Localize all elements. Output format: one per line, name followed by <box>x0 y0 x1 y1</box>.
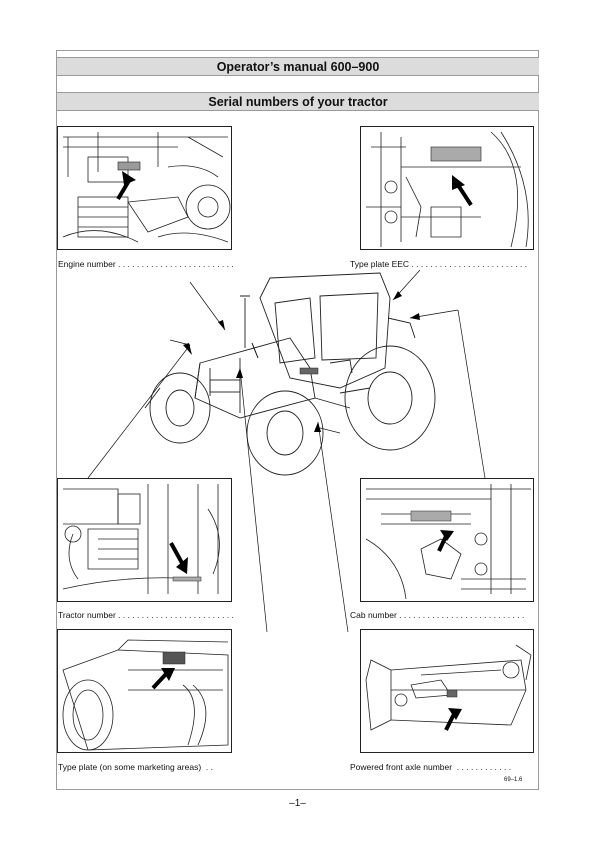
tractor-number-illustration <box>57 478 232 602</box>
serial-plate-icon <box>162 651 186 665</box>
front-axle-illustration <box>360 629 534 753</box>
engine-number-illustration <box>57 126 232 250</box>
section-title: Serial numbers of your tractor <box>208 95 388 109</box>
serial-plate-icon <box>172 576 202 582</box>
serial-plate-icon <box>446 689 458 698</box>
section-title-band: Serial numbers of your tractor <box>57 92 539 111</box>
manual-title: Operator’s manual 600–900 <box>216 60 380 74</box>
arrow-icon <box>176 557 188 574</box>
arrow-icon <box>452 175 465 190</box>
page-frame <box>56 50 539 790</box>
cab-number-label: Cab number . . . . . . . . . . . . . . .… <box>350 610 525 620</box>
type-plate-marketing-label: Type plate (on some marketing areas) . . <box>58 762 213 772</box>
figure-reference: 69–1.6 <box>504 777 523 783</box>
tractor-drawing <box>144 272 436 476</box>
engine-number-label: Engine number . . . . . . . . . . . . . … <box>58 259 234 269</box>
manual-title-band: Operator’s manual 600–900 <box>57 57 539 76</box>
arrow-icon <box>448 708 462 720</box>
type-plate-marketing-illustration <box>57 629 232 753</box>
front-axle-number-label: Powered front axle number . . . . . . . … <box>350 762 512 772</box>
arrow-icon <box>122 171 136 185</box>
serial-plate-icon <box>117 161 141 171</box>
arrow-icon <box>161 668 175 681</box>
type-plate-eec-illustration <box>360 126 534 250</box>
type-plate-eec-label: Type plate EEC . . . . . . . . . . . . .… <box>350 259 528 269</box>
cab-number-illustration <box>360 478 534 602</box>
tractor-number-label: Tractor number . . . . . . . . . . . . .… <box>58 610 234 620</box>
serial-plate-icon <box>430 146 482 162</box>
arrow-icon <box>440 530 454 541</box>
serial-plate-icon <box>410 510 452 522</box>
page-number: –1– <box>289 798 306 809</box>
